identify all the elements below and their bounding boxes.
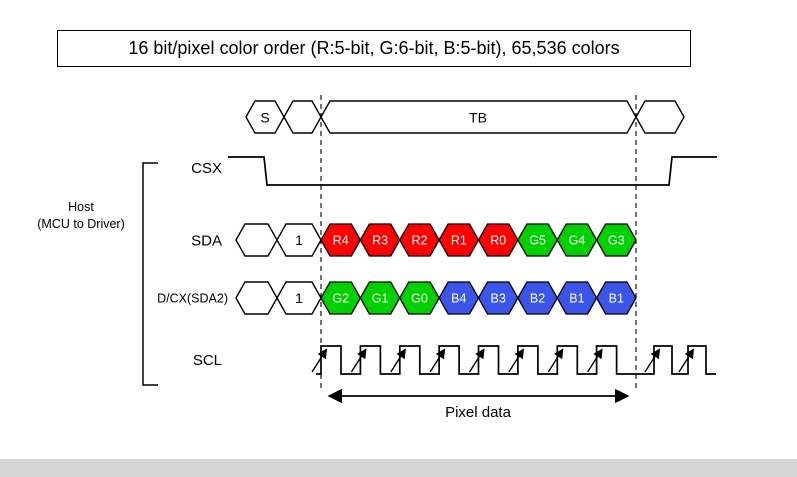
- bit-hex-b1-7: [595, 281, 637, 315]
- scl-rising-edge-arrow-0: [311, 348, 328, 373]
- scl-edge-arrows: [311, 348, 695, 373]
- start-condition-label: S: [260, 110, 269, 126]
- bit-label-b2-5: B2: [530, 292, 545, 306]
- bit-label-r4-0: R4: [333, 234, 349, 248]
- bit-label-b1-6: B1: [569, 292, 584, 306]
- bit-label-g1-1: G1: [372, 292, 389, 306]
- scl-waveform: [316, 345, 716, 375]
- page-footer-strip: [0, 459, 797, 477]
- bit-label-b3-4: B3: [491, 292, 506, 306]
- sda-empty-hex: [235, 223, 278, 257]
- bit-label-b4-3: B4: [451, 292, 466, 306]
- title-box: 16 bit/pixel color order (R:5-bit, G:6-b…: [57, 30, 691, 67]
- scl-rising-edge-arrow-4: [468, 348, 485, 373]
- scl-rising-edge-arrow-2: [390, 348, 406, 373]
- dcx-empty-hex: [235, 281, 278, 315]
- dcx-prefix-bit-label: 1: [295, 290, 303, 306]
- host-label-line2: (MCU to Driver): [37, 216, 125, 231]
- dcx-bits: G2 G1 G0 B4 B3 B2 B1 B1: [320, 281, 637, 315]
- tb-label: TB: [469, 110, 487, 126]
- scl-rising-edge-arrow-3: [429, 348, 446, 373]
- bit-label-g2-0: G2: [332, 292, 349, 306]
- scl-signal-label: SCL: [193, 352, 222, 369]
- scl-rising-edge-arrow-8: [644, 348, 661, 373]
- bit-label-g3-7: G3: [608, 234, 625, 248]
- bit-label-r3-1: R3: [372, 234, 388, 248]
- dcx-signal-label: D/CX(SDA2): [157, 292, 228, 306]
- host-label-line1: Host: [68, 200, 94, 214]
- scl-rising-edge-arrow-7: [587, 348, 603, 373]
- sda-prefix-bit-label: 1: [295, 232, 303, 248]
- host-bracket: [142, 162, 158, 386]
- pixel-data-label: Pixel data: [445, 404, 512, 421]
- sda-bits: R4 R3 R2 R1 R0 G5 G4 G3: [320, 223, 637, 257]
- host-label: Host (MCU to Driver): [18, 199, 144, 232]
- bit-label-b1-7: B1: [609, 292, 624, 306]
- csx-waveform: [228, 156, 717, 186]
- bit-label-r0-4: R0: [490, 234, 506, 248]
- diagram-title: 16 bit/pixel color order (R:5-bit, G:6-b…: [128, 38, 620, 58]
- scl-rising-edge-arrow-6: [547, 348, 564, 373]
- bit-label-g0-2: G0: [411, 292, 428, 306]
- scl-rising-edge-arrow-9: [678, 348, 695, 373]
- sda-signal-label: SDA: [191, 233, 222, 250]
- end-hex: [635, 100, 685, 134]
- pre-tb-hex: [283, 100, 322, 134]
- scl-rising-edge-arrow-5: [508, 348, 524, 373]
- bit-label-g5-5: G5: [529, 234, 546, 248]
- bit-label-r2-2: R2: [411, 234, 427, 248]
- bit-hex-g3-7: [595, 223, 637, 257]
- bit-label-r1-3: R1: [451, 234, 467, 248]
- bit-label-g4-6: G4: [569, 234, 586, 248]
- csx-signal-label: CSX: [191, 160, 222, 177]
- scl-rising-edge-arrow-1: [350, 348, 367, 373]
